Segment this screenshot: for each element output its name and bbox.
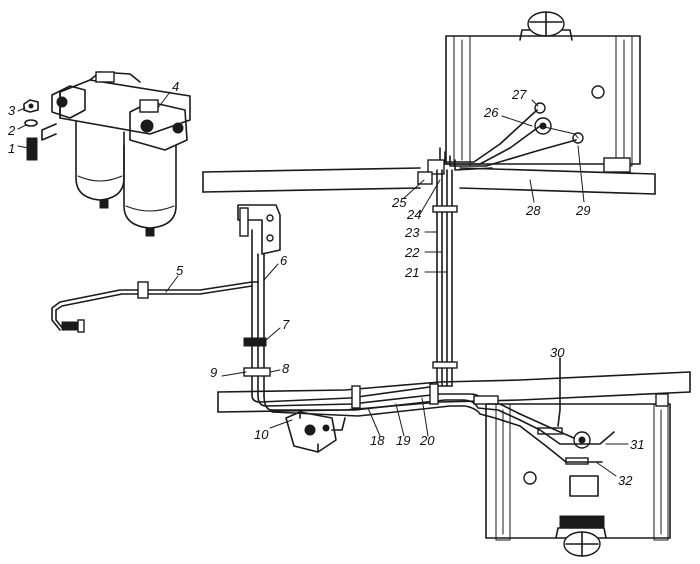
callout-7: 7: [282, 317, 290, 332]
valve-10: [285, 411, 346, 453]
vertical-line-bundle: [432, 169, 458, 387]
callout-1: 1: [8, 141, 16, 156]
callout-8: 8: [282, 361, 290, 376]
vertical-bracket: [237, 204, 281, 396]
callout-19: 19: [396, 433, 411, 448]
fuel-pipe-5: [51, 281, 259, 333]
callout-28: 28: [526, 203, 541, 218]
callout-6: 6: [280, 253, 288, 268]
callout-24: 24: [407, 207, 422, 222]
callout-31: 31: [630, 437, 645, 452]
callout-5: 5: [176, 263, 184, 278]
callout-10: 10: [254, 427, 269, 442]
horizontal-line-bundle: [251, 383, 521, 427]
callout-9: 9: [210, 365, 218, 380]
callout-3: 3: [8, 103, 16, 118]
callout-18: 18: [370, 433, 385, 448]
callout-29: 29: [576, 203, 591, 218]
lower-fuel-tank: [485, 357, 671, 557]
callout-27: 27: [512, 87, 527, 102]
callout-25: 25: [392, 195, 407, 210]
callout-23: 23: [405, 225, 420, 240]
callout-22: 22: [405, 245, 420, 260]
upper-tank-lines: [417, 109, 579, 185]
filter-mounting-parts: [23, 99, 39, 161]
callout-21: 21: [405, 265, 420, 280]
leader-lines: [17, 91, 629, 477]
callout-26: 26: [484, 105, 499, 120]
upper-frame-rail: [202, 167, 656, 195]
callout-2: 2: [8, 123, 16, 138]
callout-20: 20: [420, 433, 435, 448]
callout-32: 32: [618, 473, 633, 488]
fuel-filter-assembly: [41, 71, 191, 237]
callout-4: 4: [172, 79, 180, 94]
callout-30: 30: [550, 345, 565, 360]
upper-fuel-tank: [445, 11, 641, 173]
